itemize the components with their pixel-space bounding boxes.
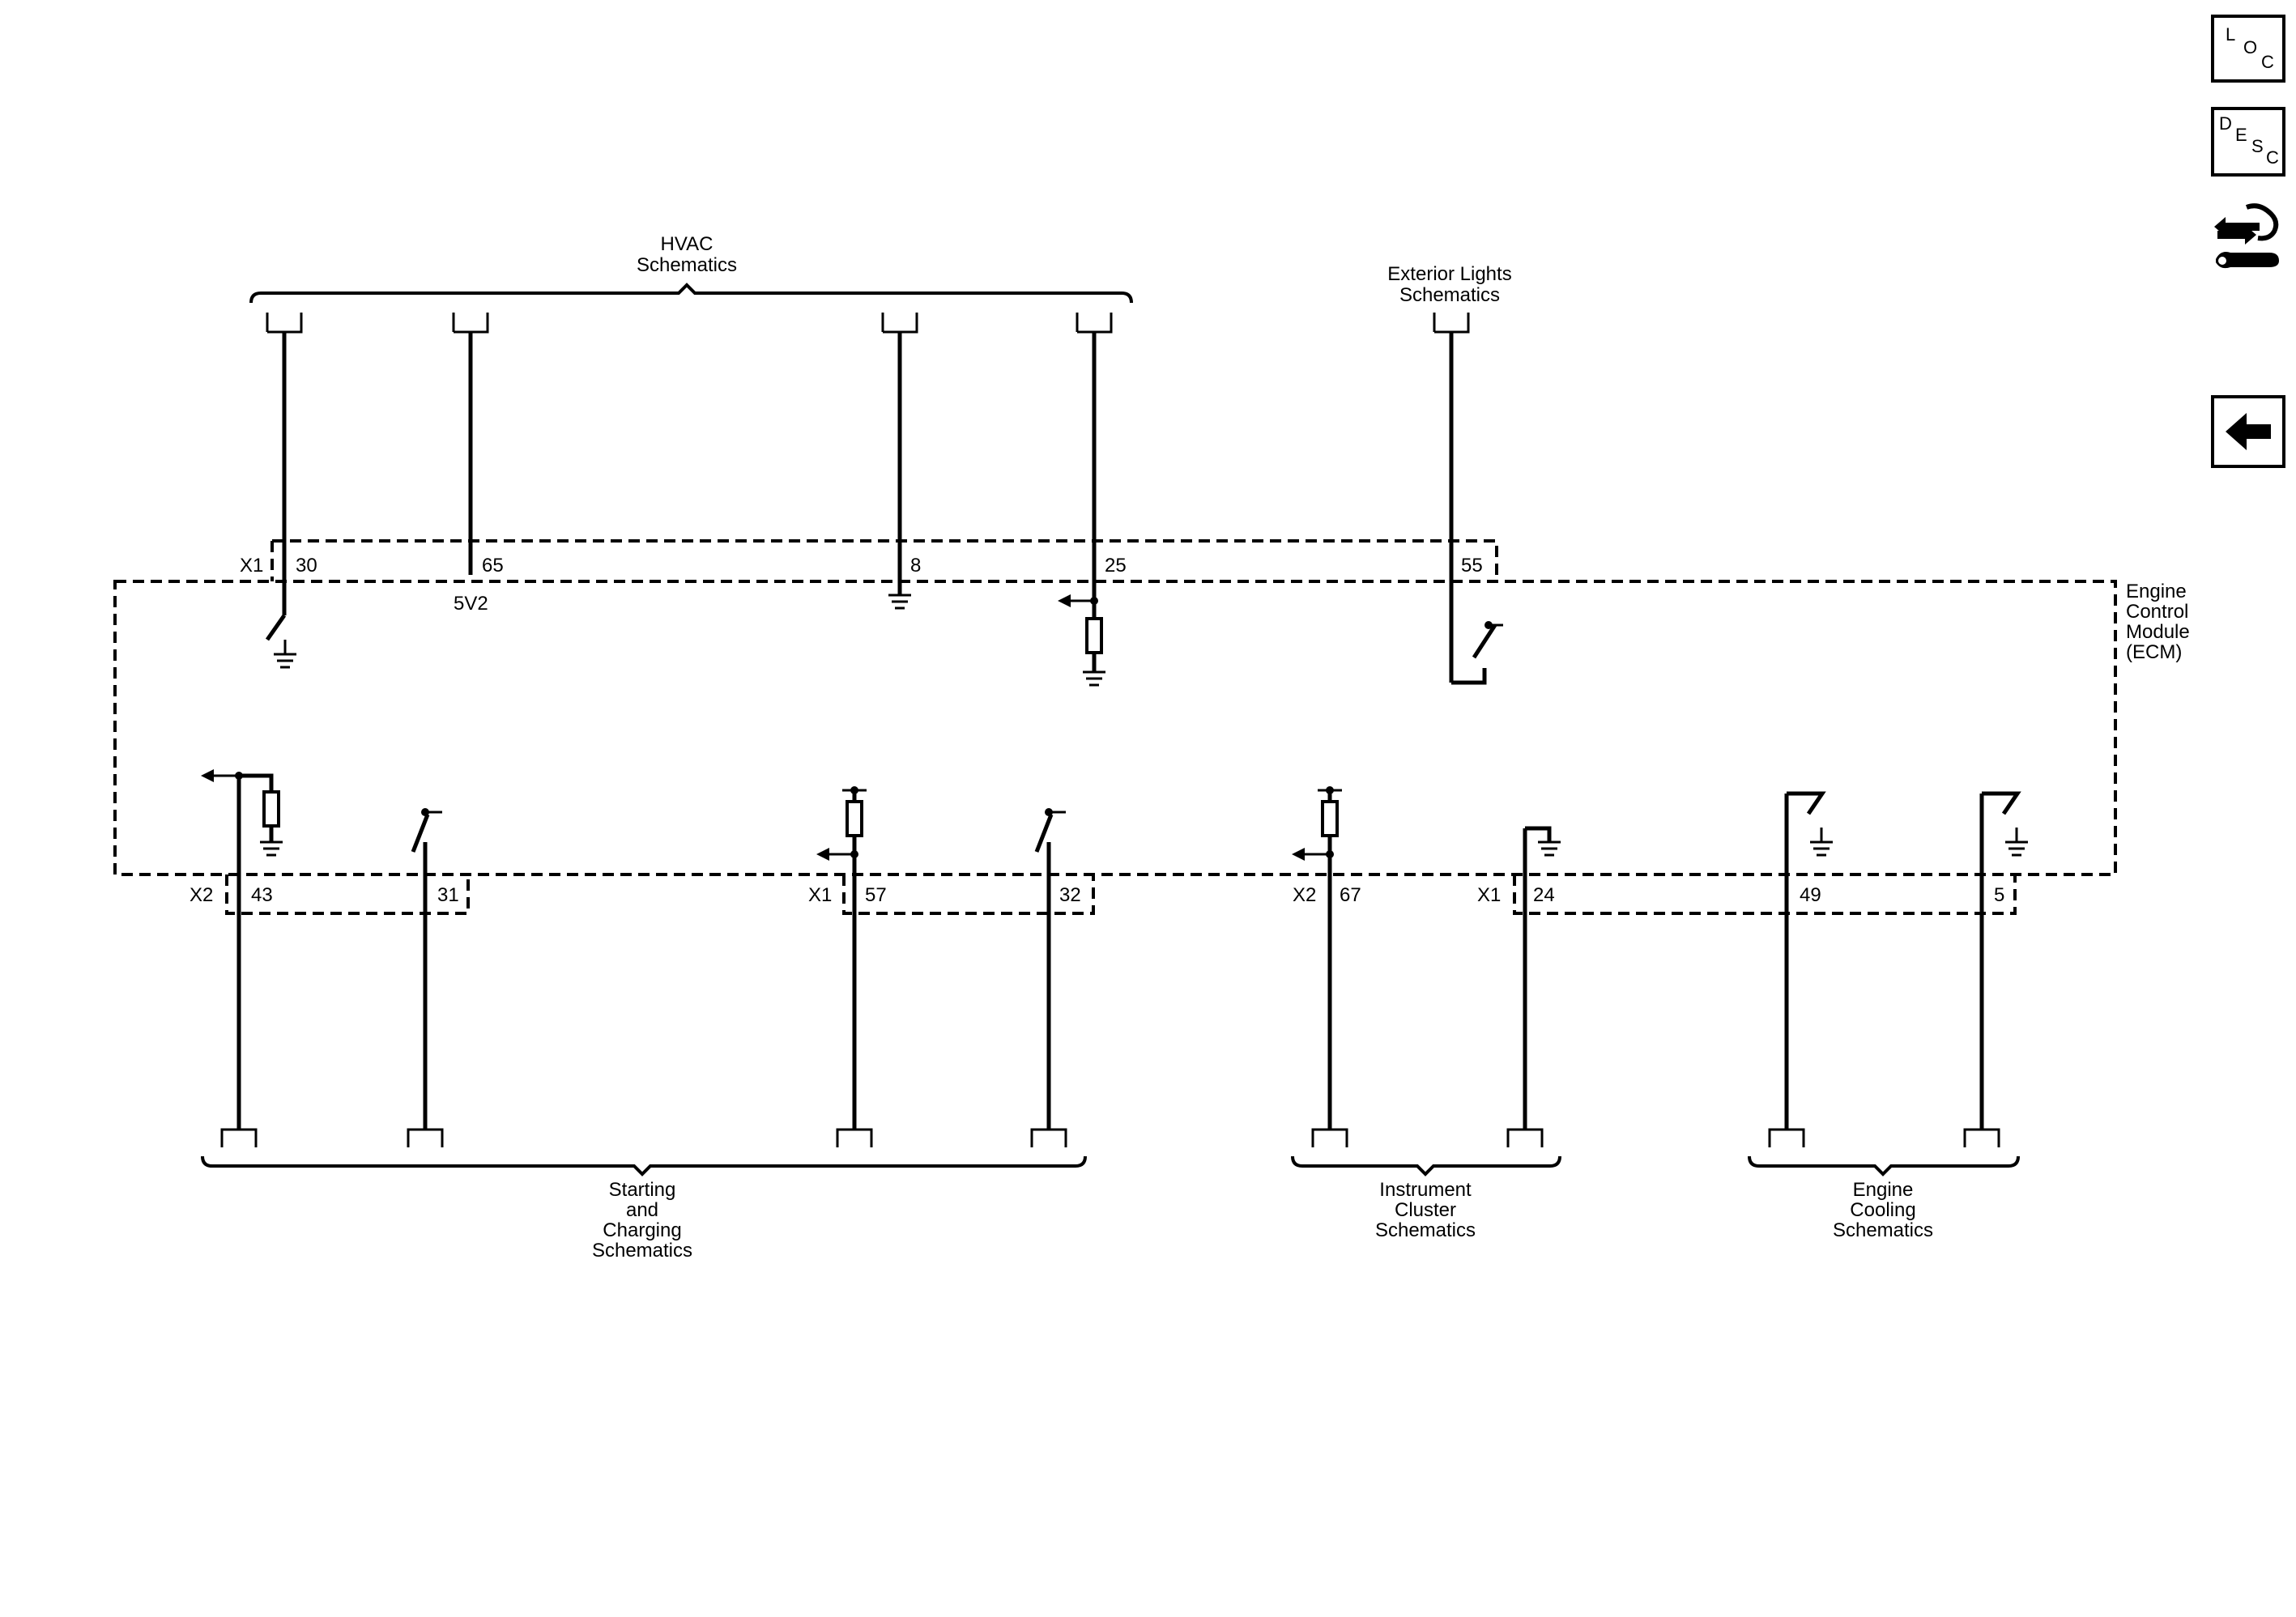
- svg-text:Charging: Charging: [603, 1219, 681, 1241]
- connector-x1-b: X1: [808, 884, 832, 906]
- loc-letter-o: O: [2243, 37, 2258, 57]
- wiring-tools-glyph: [2214, 203, 2279, 269]
- ecm-module-outline: [113, 580, 2117, 876]
- pin-67: 67: [1340, 884, 1361, 906]
- starting-charging-brace: [201, 1155, 1087, 1177]
- desc-letter-c: C: [2266, 147, 2279, 168]
- svg-text:Schematics: Schematics: [1833, 1219, 1933, 1241]
- cooling-connector-pin5: [1963, 1128, 2000, 1147]
- starting-charging-schematics-label: Starting and Charging Schematics: [592, 1179, 692, 1262]
- pin24-ground: [1525, 826, 1561, 857]
- starting-connector-pin31: [407, 1128, 444, 1147]
- cooling-connector-pin49: [1768, 1128, 1805, 1147]
- pin-57: 57: [865, 884, 887, 906]
- pin43-pulldown-resistor: [201, 769, 283, 857]
- pin-55: 55: [1461, 555, 1483, 577]
- connector-x2-a: X2: [190, 884, 213, 906]
- pin57-pullup-resistor: [816, 786, 867, 861]
- desc-letter-s: S: [2251, 136, 2264, 156]
- pin8-ground-icon: [888, 594, 911, 610]
- pin49-switch-to-ground: [1787, 791, 1833, 857]
- svg-text:and: and: [626, 1199, 658, 1221]
- description-button[interactable]: D E S C: [2211, 107, 2285, 177]
- pin-65: 65: [482, 555, 504, 577]
- exterior-lights-schematics-label: Exterior Lights Schematics: [1387, 263, 1511, 306]
- svg-text:Schematics: Schematics: [637, 254, 737, 276]
- hvac-connector-pin25: [1076, 313, 1113, 334]
- wiring-tools-icon[interactable]: [2211, 194, 2285, 283]
- pin-43: 43: [251, 884, 273, 906]
- pin30-switch-to-ground: [265, 614, 296, 669]
- starting-connector-pin32: [1030, 1128, 1067, 1147]
- hvac-connector-pin65: [452, 313, 489, 334]
- pin-24: 24: [1533, 884, 1555, 906]
- x1-24-connector-outline: [1513, 874, 2017, 915]
- hvac-connector-pin8: [881, 313, 918, 334]
- back-button[interactable]: [2211, 395, 2285, 468]
- svg-text:Control: Control: [2126, 601, 2188, 623]
- pin-8: 8: [910, 555, 921, 577]
- instrument-connector-pin24: [1506, 1128, 1544, 1147]
- svg-text:Schematics: Schematics: [592, 1240, 692, 1262]
- hvac-connector-pin30: [266, 313, 303, 334]
- svg-text:Cooling: Cooling: [1850, 1199, 1915, 1221]
- svg-text:Engine: Engine: [1853, 1179, 1914, 1201]
- desc-letter-e: E: [2235, 125, 2247, 145]
- pin55-switch: [1451, 621, 1503, 685]
- svg-text:Engine: Engine: [2126, 581, 2187, 602]
- pin-49: 49: [1800, 884, 1821, 906]
- connector-x1-top: X1: [240, 555, 263, 577]
- instrument-connector-pin67: [1311, 1128, 1348, 1147]
- x1-57-connector-outline: [842, 874, 1095, 915]
- ecm-module-label: Engine Control Module (ECM): [2126, 581, 2190, 663]
- instrument-cluster-brace: [1291, 1155, 1561, 1177]
- hvac-schematics-label: HVAC Schematics: [637, 233, 737, 276]
- pin-30: 30: [296, 555, 317, 577]
- location-button[interactable]: L O C: [2211, 15, 2285, 83]
- x2-43-connector-outline: [225, 874, 470, 915]
- engine-cooling-schematics-label: Engine Cooling Schematics: [1833, 1179, 1933, 1241]
- pin-25: 25: [1105, 555, 1127, 577]
- back-arrow-icon: [2226, 413, 2271, 450]
- svg-text:HVAC: HVAC: [661, 233, 714, 255]
- loc-letter-c: C: [2261, 52, 2274, 72]
- pin-5: 5: [1994, 884, 2004, 906]
- pin25-pulldown-resistor: [1058, 594, 1105, 687]
- connector-x2-c: X2: [1293, 884, 1316, 906]
- svg-text:Starting: Starting: [609, 1179, 676, 1201]
- pin32-switch: [1034, 808, 1066, 853]
- svg-text:Exterior Lights: Exterior Lights: [1387, 263, 1511, 285]
- starting-connector-pin43: [220, 1128, 258, 1147]
- instrument-cluster-schematics-label: Instrument Cluster Schematics: [1375, 1179, 1476, 1241]
- exterior-lights-connector: [1433, 313, 1470, 334]
- svg-text:Cluster: Cluster: [1395, 1199, 1456, 1221]
- connector-x1-d: X1: [1477, 884, 1501, 906]
- engine-cooling-brace: [1748, 1155, 2020, 1177]
- pin67-pullup-resistor: [1292, 786, 1342, 861]
- x1-top-connector-outline: [270, 539, 1498, 581]
- pin31-switch: [411, 808, 442, 853]
- pin-32: 32: [1059, 884, 1081, 906]
- hvac-brace: [249, 283, 1133, 304]
- desc-letter-d: D: [2219, 113, 2232, 134]
- svg-text:Schematics: Schematics: [1399, 284, 1500, 306]
- svg-text:(ECM): (ECM): [2126, 641, 2182, 663]
- svg-text:Instrument: Instrument: [1379, 1179, 1472, 1201]
- svg-text:Module: Module: [2126, 621, 2190, 643]
- pin5-switch-to-ground: [1982, 791, 2028, 857]
- svg-text:Schematics: Schematics: [1375, 1219, 1476, 1241]
- pin-31: 31: [437, 884, 459, 906]
- loc-letter-l: L: [2226, 24, 2236, 45]
- starting-connector-pin57: [836, 1128, 873, 1147]
- supply-5v2-label: 5V2: [454, 593, 488, 615]
